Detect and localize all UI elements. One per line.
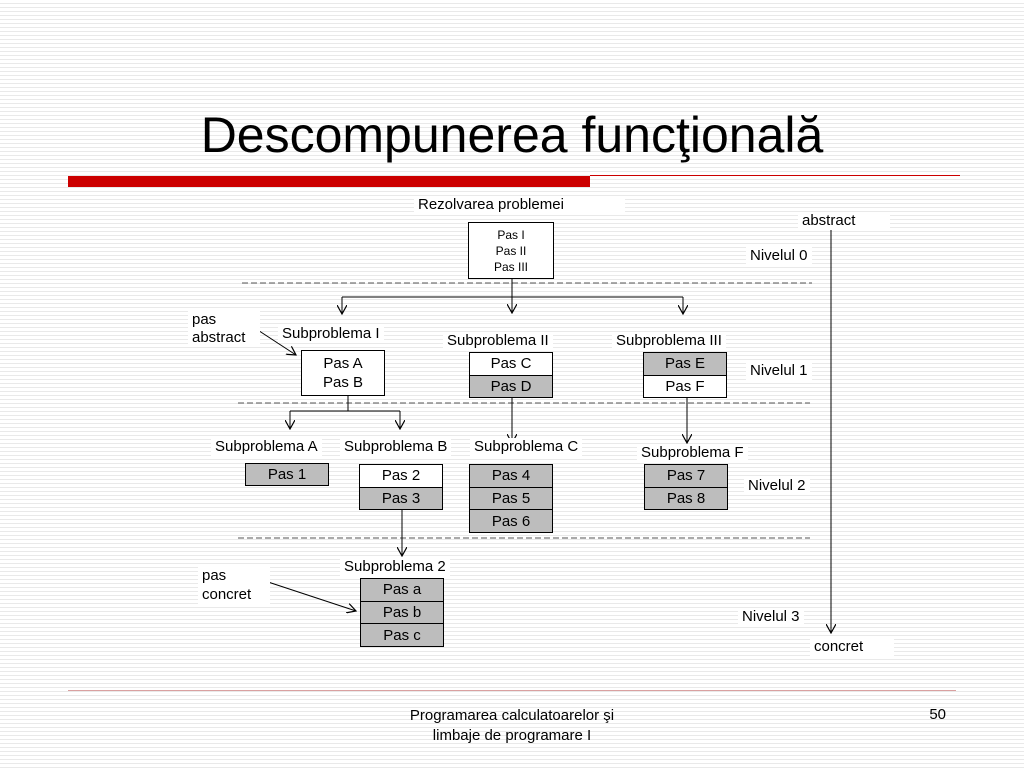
subproblem-label: Subproblema C (470, 438, 583, 456)
subproblem-steps-box: Pas 1 (245, 463, 329, 486)
note-abstract-line: pas (192, 311, 217, 328)
subproblem-label: Subproblema I (278, 325, 384, 343)
step: Pas c (361, 623, 443, 647)
subproblem-label: Subproblema B (340, 438, 452, 456)
subproblem-steps-box: Pas 7 Pas 8 (644, 464, 728, 510)
note-abstract-line: abstract (192, 329, 246, 346)
level-0-label: Nivelul 0 (746, 247, 812, 265)
note-concrete: pas concret (198, 566, 270, 604)
note-concrete-arrow (261, 579, 356, 611)
step: Pas 1 (246, 464, 328, 485)
footer-caption: Programarea calculatoarelor şi limbaje d… (340, 706, 684, 746)
subproblem-label: Subproblema III (612, 332, 726, 350)
step: Pas 2 (360, 465, 442, 487)
level-3-label: Nivelul 3 (738, 608, 804, 626)
root-label: Rezolvarea problemei (414, 196, 625, 214)
slide-title: Descompunerea funcţională (200, 107, 824, 163)
step: Pas E (644, 353, 726, 375)
title-underline-bar (68, 176, 590, 187)
subproblem-steps-box: Pas 2 Pas 3 (359, 464, 443, 510)
title-underline-thin (590, 175, 960, 176)
step: Pas 6 (470, 509, 552, 533)
subproblem-label: Subproblema II (443, 332, 553, 350)
step: Pas 3 (360, 486, 442, 509)
step: Pas B (322, 374, 364, 391)
step: Pas A (323, 355, 363, 372)
subproblem-steps-box: Pas A Pas B (301, 350, 385, 396)
footer-line: limbaje de programare I (432, 727, 592, 744)
subproblem-label: Subproblema 2 (340, 558, 450, 576)
step: Pas F (644, 374, 726, 397)
subproblem-steps-box: Pas 4 Pas 5 Pas 6 (469, 464, 553, 533)
subproblem-label: Subproblema F (637, 444, 748, 462)
level-1-label: Nivelul 1 (746, 362, 812, 380)
root-step: Pas II (495, 243, 527, 258)
step: Pas C (470, 353, 552, 375)
note-concrete-line: concret (202, 586, 252, 603)
step: Pas 5 (470, 486, 552, 510)
page-number: 50 (929, 706, 946, 723)
subproblem-steps-box: Pas E Pas F (643, 352, 727, 398)
step: Pas D (470, 374, 552, 397)
note-concrete-line: pas (202, 567, 227, 584)
step: Pas 4 (470, 465, 552, 487)
subproblem-label: Subproblema A (211, 438, 322, 456)
note-abstract: pas abstract (188, 311, 260, 347)
subproblem-steps-box: Pas a Pas b Pas c (360, 578, 444, 647)
footer-line: Programarea calculatoarelor şi (409, 707, 615, 724)
scale-top-label: abstract (798, 212, 890, 230)
root-step: Pas III (493, 259, 528, 274)
subproblem-steps-box: Pas C Pas D (469, 352, 553, 398)
step: Pas b (361, 600, 443, 624)
root-steps-box: Pas I Pas II Pas III (468, 222, 554, 279)
scale-bottom-label: concret (810, 638, 894, 656)
step: Pas 8 (645, 486, 727, 509)
root-step: Pas I (497, 227, 525, 242)
footer-divider (68, 690, 956, 691)
step: Pas a (361, 579, 443, 601)
level-2-label: Nivelul 2 (744, 477, 810, 495)
step: Pas 7 (645, 465, 727, 487)
